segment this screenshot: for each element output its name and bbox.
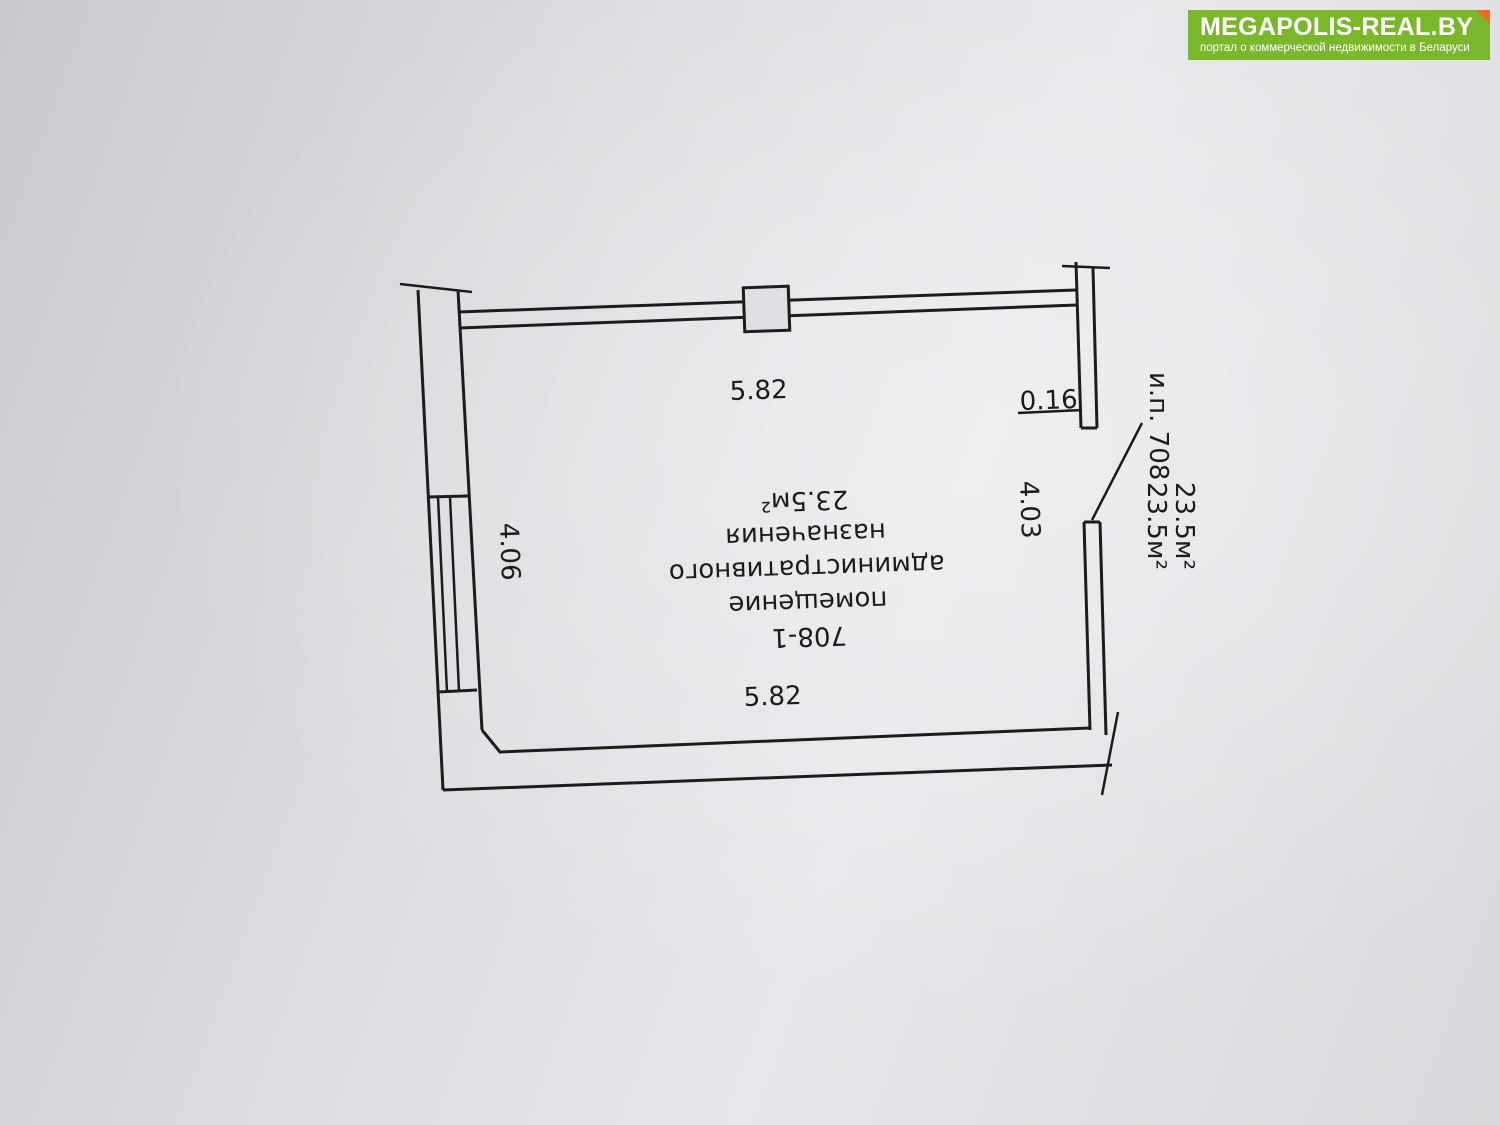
- dim-bottom-label: 5.82: [743, 681, 802, 713]
- summary-area-2: 23.5м²: [1141, 482, 1171, 570]
- dim-right-label: 4.03: [1013, 480, 1045, 539]
- room-type-line1: помещение: [728, 584, 888, 620]
- wall-right-upper: [1061, 261, 1111, 430]
- leader-0-16: [1017, 408, 1083, 415]
- room-description: 708-1 помещение административного назнач…: [668, 484, 945, 653]
- window-left: [436, 496, 461, 693]
- dim-left-label: 4.06: [493, 522, 525, 581]
- dim-top-label: 5.82: [729, 375, 788, 407]
- leader-summary: [1090, 422, 1144, 521]
- summary-area-1: 23.5м²: [1169, 482, 1199, 570]
- wall-bottom: [442, 726, 1113, 792]
- logo-title: MEGAPOLIS-REAL.BY: [1200, 13, 1474, 41]
- summary-label: и.п. 708: [1143, 372, 1173, 480]
- room-type-line3: назначения: [725, 516, 887, 552]
- wall-right-lower: [1082, 520, 1120, 796]
- room-area: 23.5м²: [760, 484, 849, 517]
- room-type-line2: административного: [668, 548, 945, 588]
- megapolis-logo[interactable]: MEGAPOLIS-REAL.BY портал о коммерческой …: [1188, 10, 1490, 60]
- logo-subtitle: портал о коммерческой недвижимости в Бел…: [1200, 42, 1470, 54]
- wall-left: [399, 282, 484, 791]
- column: [741, 284, 792, 334]
- room-number: 708-1: [771, 620, 848, 653]
- dim-small-label: 0.16: [1019, 385, 1078, 417]
